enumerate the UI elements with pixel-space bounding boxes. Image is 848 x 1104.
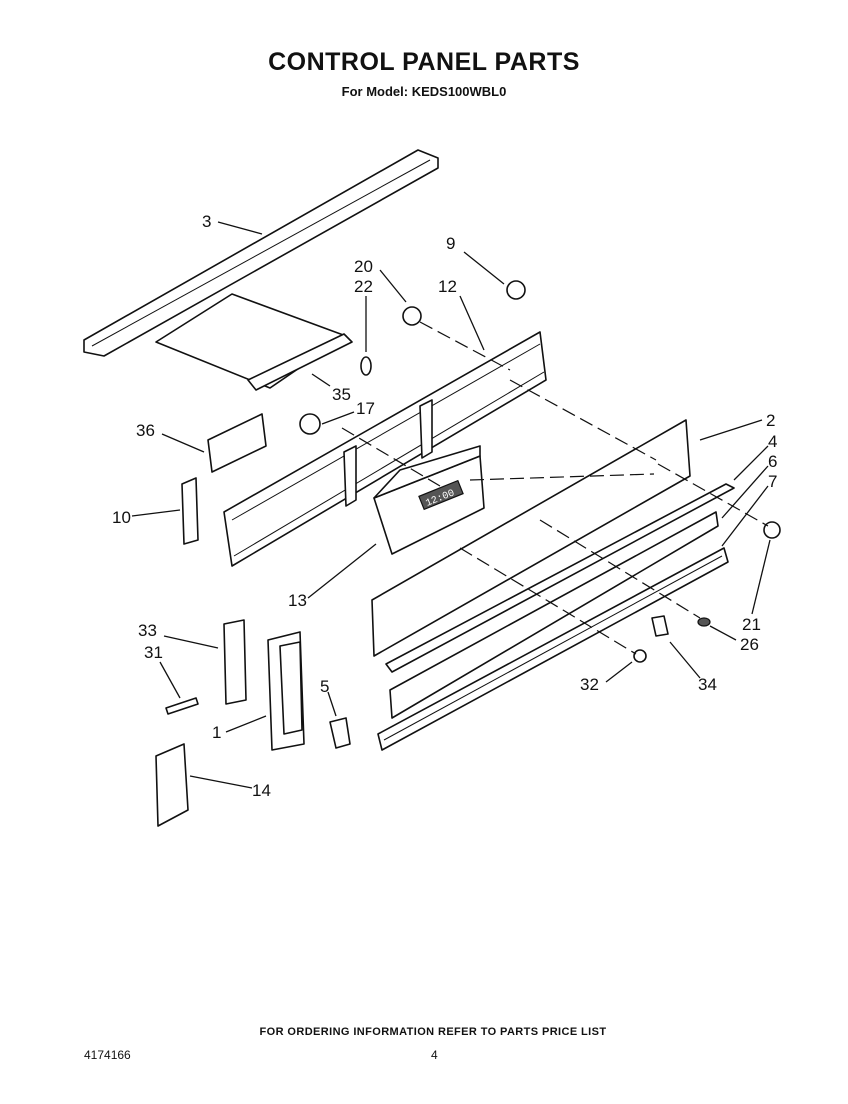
- callout-22: 22: [354, 277, 373, 296]
- callout-26: 26: [740, 635, 759, 654]
- part-32-screw: [633, 649, 647, 663]
- part-20-switch: [402, 306, 422, 326]
- part-6-bar: [389, 511, 719, 719]
- part-1-end-bracket: [267, 631, 305, 751]
- part-13-clock-module: 12:00: [373, 445, 485, 555]
- part-2-front-panel: [371, 419, 691, 657]
- part-22-knob: [360, 356, 372, 376]
- callout-4: 4: [768, 432, 777, 451]
- part-4-trim: [385, 483, 735, 673]
- ordering-note: FOR ORDERING INFORMATION REFER TO PARTS …: [259, 1026, 607, 1038]
- part-5-endcap: [329, 717, 351, 749]
- callout-labels: 3 9 20 22 12 35 17 36 10 13 2 4 6 7 21 2…: [112, 212, 777, 800]
- callout-31: 31: [144, 643, 163, 662]
- callout-10: 10: [112, 508, 131, 527]
- part-7-channel: [377, 547, 729, 751]
- part-31-clip: [165, 697, 199, 715]
- part-34-clip: [651, 615, 669, 637]
- callout-3: 3: [202, 212, 211, 231]
- callout-12: 12: [438, 277, 457, 296]
- callout-35: 35: [332, 385, 351, 404]
- part-10-bracket: [181, 477, 199, 545]
- callout-6: 6: [768, 452, 777, 471]
- callout-32: 32: [580, 675, 599, 694]
- callout-17: 17: [356, 399, 375, 418]
- callout-21: 21: [742, 615, 761, 634]
- part-14-bracket: [155, 743, 189, 827]
- callout-13: 13: [288, 591, 307, 610]
- part-36-board: [207, 413, 267, 473]
- part-21-knob: [763, 521, 781, 539]
- callout-2: 2: [766, 411, 775, 430]
- page-title: CONTROL PANEL PARTS: [268, 48, 580, 76]
- callout-20: 20: [354, 257, 373, 276]
- part-12-frame: [223, 331, 547, 567]
- part-33-bracket: [223, 619, 247, 705]
- callout-33: 33: [138, 621, 157, 640]
- model-subtitle: For Model: KEDS100WBL0: [341, 84, 507, 99]
- alignment-lines: [341, 321, 769, 655]
- leader-lines: [131, 221, 771, 789]
- part-17-thermostat: [299, 413, 321, 435]
- part-35-panel: [155, 293, 353, 391]
- callout-1: 1: [212, 723, 221, 742]
- callout-9: 9: [446, 234, 455, 253]
- part-3-top-trim: [83, 149, 439, 357]
- callout-14: 14: [252, 781, 271, 800]
- part-26-spring: [697, 617, 711, 627]
- callout-5: 5: [320, 677, 329, 696]
- document-number: 4174166: [84, 1048, 131, 1062]
- page-number: 4: [431, 1048, 438, 1062]
- part-9-clip: [506, 280, 526, 300]
- callout-34: 34: [698, 675, 717, 694]
- callout-36: 36: [136, 421, 155, 440]
- callout-7: 7: [768, 472, 777, 491]
